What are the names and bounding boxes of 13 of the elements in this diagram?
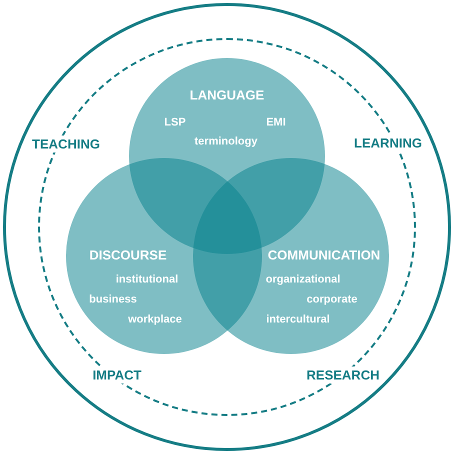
keyword: institutional xyxy=(116,274,178,286)
keyword: business xyxy=(89,294,137,306)
keyword: EMI xyxy=(266,118,286,128)
circle-heading: COMMUNICATION xyxy=(268,248,380,262)
keyword: workplace xyxy=(128,314,182,326)
circle-heading: LANGUAGE xyxy=(190,88,264,102)
circle-heading: DISCOURSE xyxy=(89,248,167,262)
keyword: LSP xyxy=(164,118,186,128)
keyword: organizational xyxy=(266,274,340,286)
outer-circle xyxy=(3,3,451,451)
keyword: intercultural xyxy=(266,314,330,326)
keyword: terminology xyxy=(194,136,258,148)
keyword: corporate xyxy=(306,294,358,306)
